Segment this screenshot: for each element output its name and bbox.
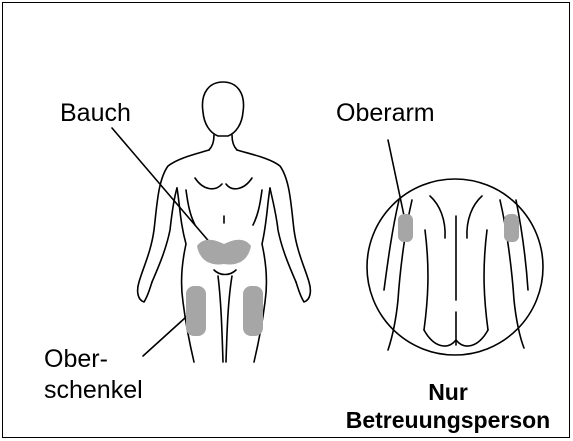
caregiver-note-line1: Nur <box>334 378 562 406</box>
front-body-outline <box>138 82 311 362</box>
thigh-label-line1: Ober- <box>44 345 108 373</box>
thigh-label-line2: schenkel <box>44 376 143 404</box>
left-upper-arm-injection-site <box>398 214 413 242</box>
abdomen-label: Bauch <box>60 99 131 127</box>
right-upper-arm-injection-site <box>504 214 519 242</box>
left-thigh-injection-site <box>186 286 206 336</box>
caregiver-note-line2: Betreuungsperson <box>334 406 562 434</box>
upper-arm-label: Oberarm <box>336 99 435 127</box>
abdomen-injection-site <box>197 240 251 265</box>
right-thigh-injection-site <box>243 286 263 336</box>
abdomen-leader-line <box>112 128 212 245</box>
